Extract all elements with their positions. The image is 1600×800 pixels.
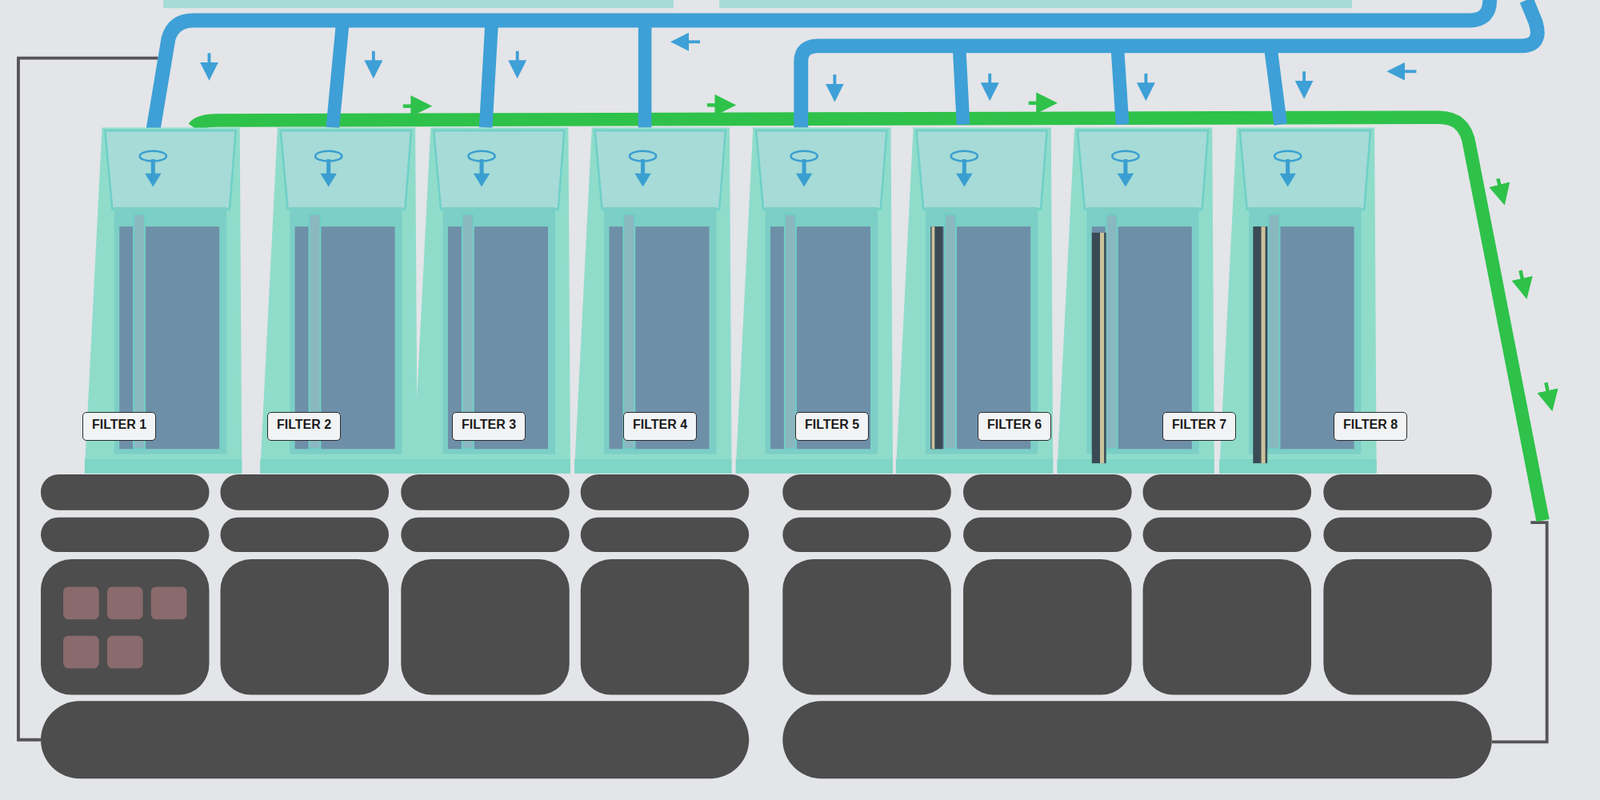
filter-name: FILTER 7 (1172, 417, 1227, 432)
filter-name: FILTER 4 (632, 417, 688, 432)
filter-name: FILTER 8 (1343, 417, 1398, 432)
filter-label: FILTER 2 (267, 412, 341, 441)
filter-label: FILTER 5 (795, 412, 869, 441)
filter-label: FILTER 4 (623, 412, 697, 441)
filter-name: FILTER 6 (987, 417, 1042, 432)
filter-label: FILTER 7 (1162, 412, 1236, 441)
filter-name: FILTER 1 (92, 417, 147, 432)
filter-label: FILTER 3 (452, 412, 526, 441)
filter-label: FILTER 6 (977, 412, 1052, 441)
filter-name: FILTER 5 (804, 417, 860, 432)
filter-name: FILTER 3 (461, 417, 516, 432)
filter-name: FILTER 2 (276, 417, 332, 432)
filter-label: FILTER 8 (1333, 412, 1408, 441)
filter-label: FILTER 1 (82, 412, 156, 441)
